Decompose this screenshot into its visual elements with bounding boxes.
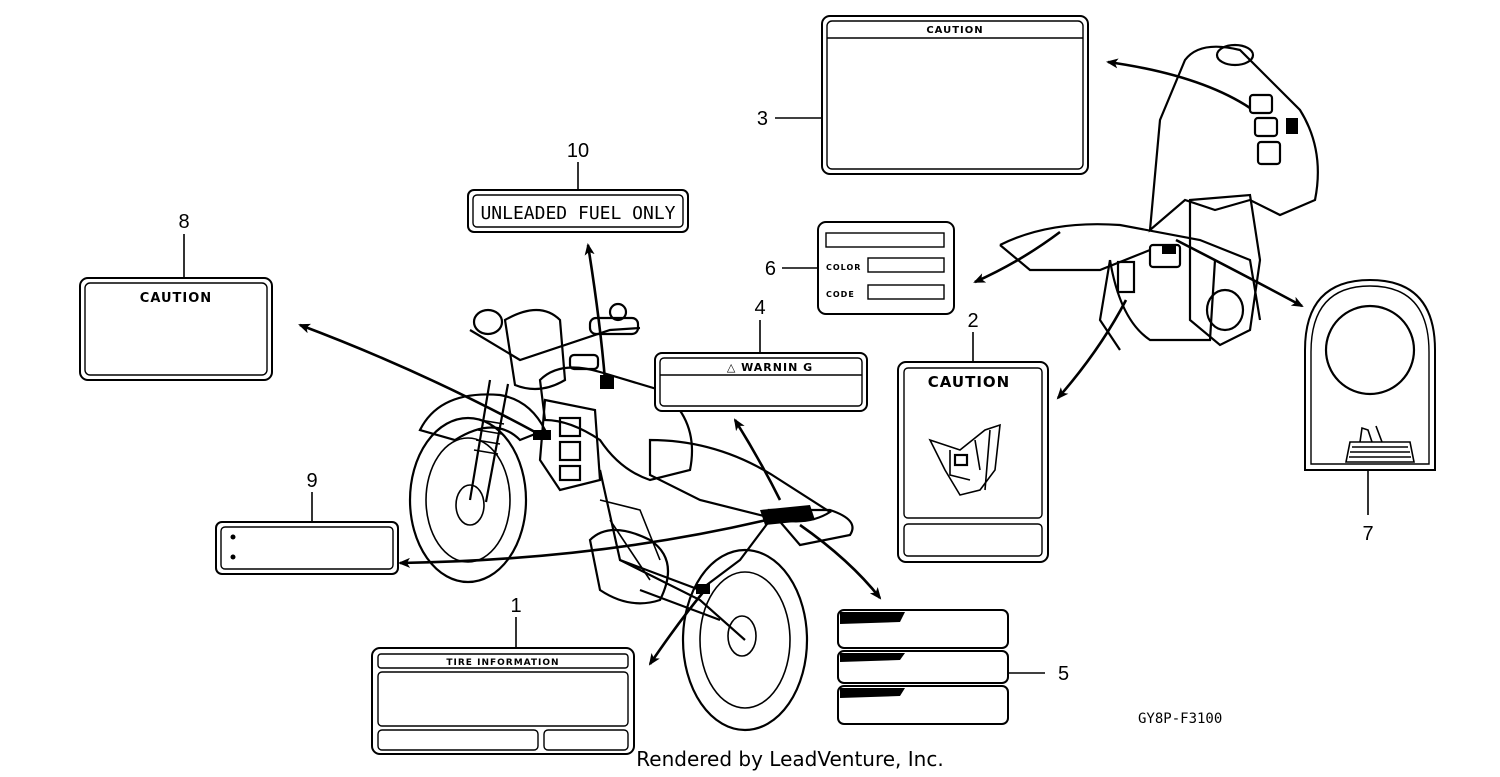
label-5-stacked: 5 xyxy=(837,609,1069,725)
callout-3: 3 xyxy=(757,108,768,130)
callout-6: 6 xyxy=(765,258,776,280)
label-4-heading: △ WARNIN G xyxy=(727,361,813,374)
callout-10: 10 xyxy=(567,140,589,162)
label-4-warning: △ WARNIN G 4 xyxy=(654,297,868,412)
label-1-heading: TIRE INFORMATION xyxy=(446,658,559,668)
label-10-unleaded-fuel: UNLEADED FUEL ONLY 10 xyxy=(467,140,689,233)
label-2-heading: CAUTION xyxy=(928,373,1010,391)
callout-7: 7 xyxy=(1362,523,1373,545)
label-7-battery: 7 xyxy=(1304,278,1436,545)
label-6-code: CODE xyxy=(826,290,855,299)
pointer-arrows xyxy=(298,58,1304,666)
label-8-caution: CAUTION 8 xyxy=(79,211,273,381)
part-code: GY8P-F3100 xyxy=(1138,711,1222,727)
label-2-caution-diagram: CAUTION 2 xyxy=(897,310,1049,563)
callout-9: 9 xyxy=(306,470,317,492)
label-3-heading: CAUTION xyxy=(926,25,983,36)
label-9-strip: 9 xyxy=(215,470,399,575)
label-6-color: COLOR xyxy=(826,263,861,272)
footer-credit: Rendered by LeadVenture, Inc. xyxy=(636,747,943,771)
label-6-color-code: COLOR CODE 6 xyxy=(765,221,955,315)
label-8-heading: CAUTION xyxy=(140,291,212,306)
label-1-tire-information: TIRE INFORMATION 1 xyxy=(371,595,635,755)
callout-5: 5 xyxy=(1058,663,1069,685)
label-10-text: UNLEADED FUEL ONLY xyxy=(480,203,675,224)
callout-2: 2 xyxy=(967,310,978,332)
callout-4: 4 xyxy=(754,297,765,319)
frame-detail-illustration xyxy=(999,43,1319,351)
callout-1: 1 xyxy=(510,595,521,617)
motorcycle-illustration xyxy=(408,302,854,732)
callout-8: 8 xyxy=(178,211,189,233)
label-3-caution: CAUTION 3 xyxy=(757,15,1089,175)
